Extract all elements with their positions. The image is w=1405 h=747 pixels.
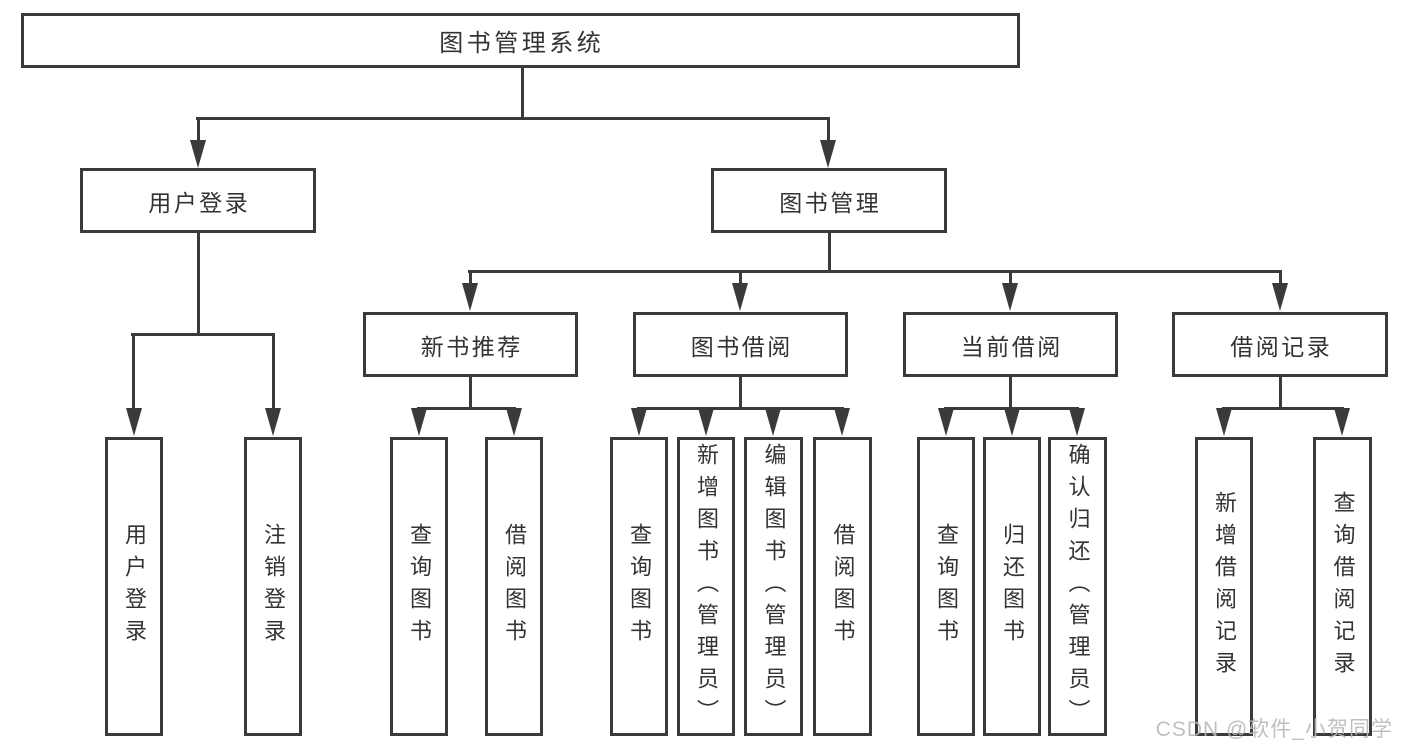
arrow-down-icon	[1069, 408, 1085, 436]
arrow-down-icon	[265, 408, 281, 436]
leaf-borrow-book-1: 借阅图书	[485, 437, 543, 736]
node-root: 图书管理系统	[21, 13, 1020, 68]
arrow-down-icon	[698, 408, 714, 436]
arrow-down-icon	[1272, 283, 1288, 311]
leaf-label: 注销登录	[261, 522, 286, 651]
arrow-down-icon	[1216, 408, 1232, 436]
connector-line	[637, 407, 844, 410]
connector-line	[827, 117, 830, 143]
connector-line	[131, 333, 275, 336]
connector-line	[739, 374, 742, 409]
leaf-add-borrow-record: 新增借阅记录	[1195, 437, 1253, 736]
arrow-down-icon	[190, 140, 206, 168]
node-current-borrow: 当前借阅	[903, 312, 1118, 377]
connector-line	[521, 66, 524, 119]
leaf-query-book-1: 查询图书	[390, 437, 448, 736]
leaf-label: 借阅图书	[830, 522, 856, 651]
node-book-borrow: 图书借阅	[633, 312, 848, 377]
connector-line	[197, 231, 200, 336]
leaf-label: 查询图书	[934, 522, 959, 651]
leaf-borrow-book-2: 借阅图书	[813, 437, 872, 736]
leaf-add-book-admin: 新增图书（管理员）	[677, 437, 735, 736]
leaf-label: 查询借阅记录	[1330, 490, 1356, 683]
leaf-label: 查询图书	[627, 522, 652, 651]
arrow-down-icon	[411, 408, 427, 436]
connector-line	[469, 374, 472, 409]
leaf-confirm-return-admin: 确认归还（管理员）	[1048, 437, 1107, 736]
leaf-label: 借阅图书	[502, 522, 527, 651]
connector-line	[1009, 374, 1012, 409]
leaf-label: 归还图书	[1000, 522, 1025, 651]
arrow-down-icon	[506, 408, 522, 436]
leaf-logout: 注销登录	[244, 437, 302, 736]
node-root-label: 图书管理系统	[439, 30, 605, 57]
leaf-label: 确认归还（管理员）	[1065, 442, 1091, 731]
arrow-down-icon	[1004, 408, 1020, 436]
connector-line	[417, 407, 516, 410]
connector-line	[132, 333, 135, 410]
arrow-down-icon	[834, 408, 850, 436]
leaf-return-book: 归还图书	[983, 437, 1041, 736]
node-label: 新书推荐	[420, 333, 523, 360]
connector-line	[1222, 407, 1344, 410]
arrow-down-icon	[820, 140, 836, 168]
connector-line	[1009, 270, 1012, 285]
node-label: 借阅记录	[1230, 333, 1333, 360]
leaf-query-book-2: 查询图书	[610, 437, 668, 736]
node-new-book-recommend: 新书推荐	[363, 312, 578, 377]
arrow-down-icon	[732, 283, 748, 311]
arrow-down-icon	[1002, 283, 1018, 311]
node-label: 图书管理	[779, 189, 882, 216]
connector-line	[196, 117, 830, 120]
leaf-user-login: 用户登录	[105, 437, 163, 736]
watermark: CSDN @软件_小贺同学	[1155, 718, 1393, 741]
leaf-label: 新增图书（管理员）	[694, 442, 719, 731]
node-label: 当前借阅	[960, 333, 1063, 360]
connector-line	[828, 231, 831, 272]
leaf-edit-book-admin: 编辑图书（管理员）	[744, 437, 803, 736]
arrow-down-icon	[126, 408, 142, 436]
node-label: 用户登录	[148, 189, 251, 216]
arrow-down-icon	[1334, 408, 1350, 436]
node-borrow-records: 借阅记录	[1172, 312, 1388, 377]
connector-line	[469, 270, 472, 285]
connector-line	[272, 333, 275, 410]
connector-line	[739, 270, 742, 285]
arrow-down-icon	[938, 408, 954, 436]
connector-line	[1279, 374, 1282, 409]
node-label: 图书借阅	[690, 333, 793, 360]
arrow-down-icon	[631, 408, 647, 436]
leaf-label: 新增借阅记录	[1212, 490, 1237, 683]
leaf-label: 查询图书	[407, 522, 432, 651]
connector-line	[468, 270, 1282, 273]
connector-line	[197, 117, 200, 143]
leaf-label: 用户登录	[122, 522, 147, 651]
node-book-management: 图书管理	[711, 168, 947, 233]
connector-line	[1279, 270, 1282, 285]
node-user-login: 用户登录	[80, 168, 316, 233]
arrow-down-icon	[765, 408, 781, 436]
leaf-query-borrow-record: 查询借阅记录	[1313, 437, 1372, 736]
leaf-label: 编辑图书（管理员）	[761, 442, 787, 731]
leaf-query-book-3: 查询图书	[917, 437, 975, 736]
arrow-down-icon	[462, 283, 478, 311]
